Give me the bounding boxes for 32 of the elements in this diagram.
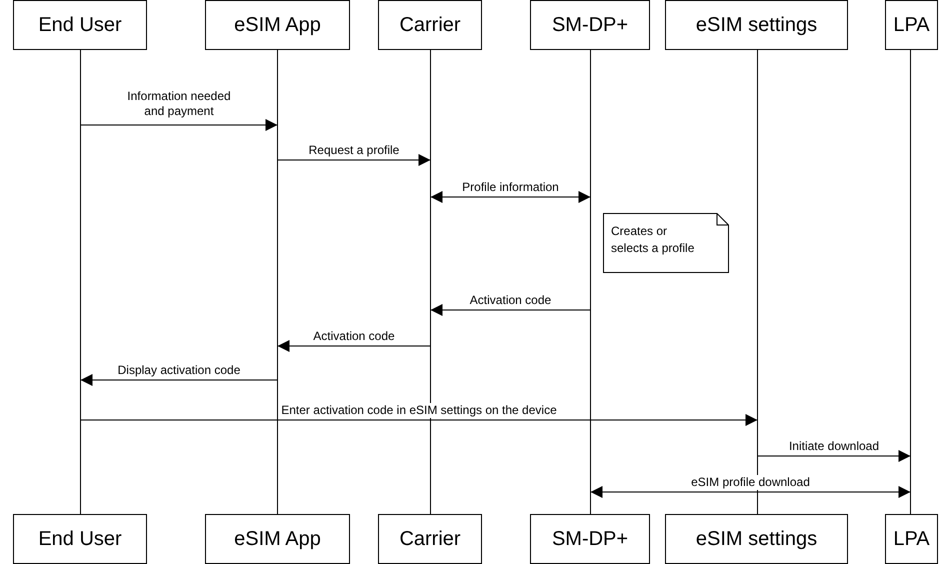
participant-box: Carrier	[378, 0, 482, 50]
edge-label: Display activation code	[116, 363, 242, 378]
participant-box: End User	[13, 514, 147, 564]
participant-box: SM-DP+	[530, 0, 650, 50]
participant-box: Carrier	[378, 514, 482, 564]
participant-box: LPA	[885, 0, 938, 50]
message-arrow	[277, 340, 431, 352]
edge-label: Enter activation code in eSIM settings on the device	[280, 403, 558, 418]
lifeline	[277, 50, 278, 514]
edge-label: Request a profile	[308, 143, 400, 158]
participant-box: eSIM App	[205, 0, 350, 50]
message-arrow	[80, 414, 758, 426]
participant-box: LPA	[885, 514, 938, 564]
message-arrow	[277, 154, 431, 166]
lifeline	[910, 50, 911, 514]
message-arrow	[80, 119, 278, 131]
participant-box: eSIM App	[205, 514, 350, 564]
lifeline	[757, 50, 758, 514]
message-arrow	[430, 191, 591, 203]
message-arrow	[590, 486, 911, 498]
participant-box: eSIM settings	[665, 0, 848, 50]
participant-box: eSIM settings	[665, 514, 848, 564]
message-arrow	[757, 450, 911, 462]
lifeline	[430, 50, 431, 514]
note-box: Creates or selects a profile	[603, 213, 729, 273]
message-arrow	[430, 304, 591, 316]
participant-box: End User	[13, 0, 147, 50]
participant-box: SM-DP+	[530, 514, 650, 564]
message-arrow	[80, 374, 278, 386]
lifeline	[80, 50, 81, 514]
lifeline	[590, 50, 591, 514]
edge-label: eSIM profile download	[690, 475, 811, 490]
